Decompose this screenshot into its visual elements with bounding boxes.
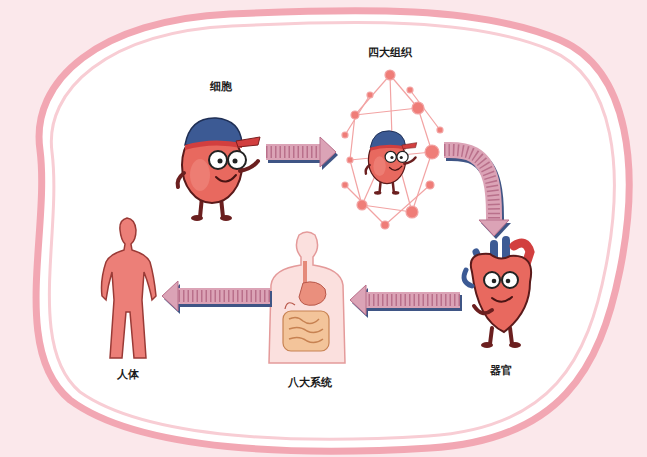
- stage-node: 四大组织: [336, 46, 444, 228]
- arrow-stripes: [363, 294, 460, 306]
- flow-arrow: [162, 281, 272, 314]
- tissue-figure: [342, 70, 443, 229]
- human-figure: [102, 218, 157, 358]
- arrow-stripes: [444, 150, 494, 223]
- cell-figure: [178, 118, 260, 221]
- arrow-stripes: [266, 146, 323, 158]
- stage-label: 四大组织: [336, 46, 444, 60]
- stage-node: 器官: [460, 236, 542, 378]
- blob-background: [36, 11, 629, 452]
- stage-label: 人体: [94, 368, 162, 382]
- flow-arrow: [444, 150, 511, 239]
- flow-arrow: [266, 137, 338, 170]
- arrow-body: [363, 292, 460, 308]
- arrow-head: [350, 285, 366, 315]
- arrow-body: [175, 288, 270, 304]
- arrow-head: [320, 137, 336, 167]
- stage-node: 八大系统: [270, 230, 350, 390]
- arrow-stripes: [175, 290, 270, 302]
- tissue-cell: [366, 131, 417, 195]
- stage-node: 人体: [94, 214, 162, 382]
- arrow-shadow: [352, 288, 462, 318]
- stage-node: 细胞: [176, 80, 266, 220]
- flow-arrow: [350, 285, 462, 318]
- stage-label: 八大系统: [270, 376, 350, 390]
- heart-figure: [464, 240, 531, 348]
- arrow-body: [444, 150, 494, 223]
- torso-figure: [269, 232, 345, 363]
- arrow-body: [266, 144, 323, 160]
- arrow-shadow: [164, 284, 272, 314]
- arrow-head: [479, 220, 509, 236]
- blob-inner-ring: [49, 22, 614, 439]
- arrow-head: [162, 281, 178, 311]
- stage-label: 器官: [460, 364, 542, 378]
- stage-label: 细胞: [176, 80, 266, 94]
